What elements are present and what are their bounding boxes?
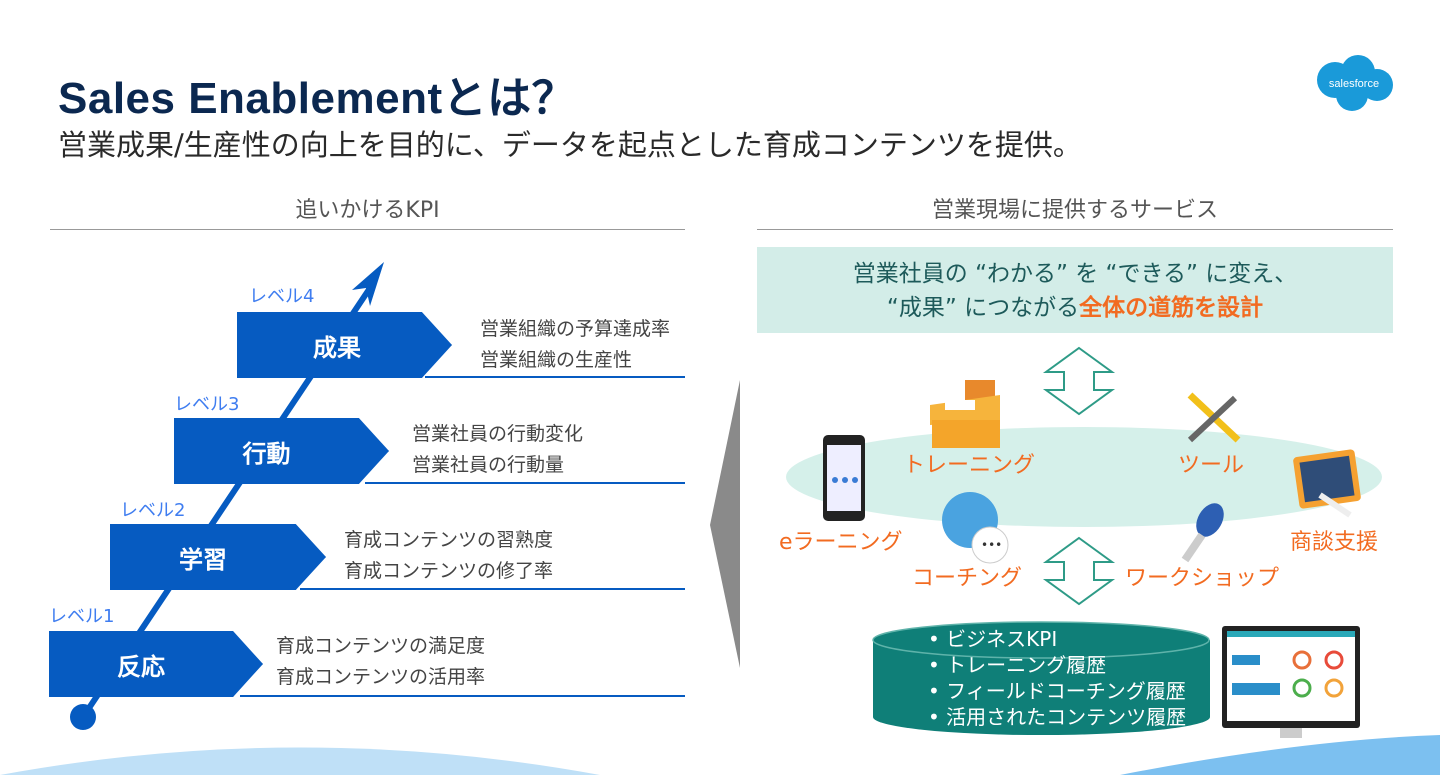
dashboard-monitor-icon — [1222, 626, 1360, 738]
kpi-list: 育成コンテンツの習熟度育成コンテンツの修了率 — [344, 529, 554, 582]
page-subtitle: 営業成果/生産性の向上を目的に、データを起点とした育成コンテンツを提供。 — [58, 128, 1082, 162]
pin-icon — [1181, 503, 1224, 563]
mission-banner: 営業社員の “わかる” を “できる” に変え、 “成果” につながる全体の道筋… — [757, 247, 1393, 333]
kpi-list: 営業社員の行動変化営業社員の行動量 — [412, 423, 584, 476]
service-workshop: ワークショップ — [1125, 566, 1280, 591]
data-item: • トレーニング履歴 — [928, 653, 1107, 677]
data-item: • 活用されたコンテンツ履歴 — [928, 705, 1187, 729]
svg-text:•••: ••• — [981, 538, 1002, 552]
service-tool: ツール — [1178, 453, 1245, 478]
underline — [365, 482, 685, 484]
service-training: トレーニング — [903, 453, 1036, 478]
level-label: レベル3 — [174, 394, 240, 415]
level-box-results: 成果 — [237, 312, 452, 378]
underline — [300, 588, 685, 590]
svg-text:salesforce: salesforce — [1329, 78, 1379, 90]
level-box-behavior: 行動 — [174, 418, 389, 484]
divider — [757, 229, 1393, 230]
chat-bubble-icon: ••• — [942, 492, 1009, 564]
service-ellipse — [786, 427, 1382, 527]
service-heading: 営業現場に提供するサービス — [931, 198, 1218, 223]
arrow-head-icon — [352, 262, 384, 306]
smartphone-icon — [823, 435, 865, 521]
data-item-list: • ビジネスKPI • トレーニング履歴 • フィールドコーチング履歴 • 活用… — [928, 626, 1186, 730]
level-label: レベル2 — [120, 500, 186, 521]
data-item: • フィールドコーチング履歴 — [928, 679, 1186, 703]
kpi-list: 営業組織の予算達成率営業組織の生産性 — [480, 318, 671, 371]
kpi-heading: 追いかけるKPI — [295, 198, 440, 223]
divider — [50, 229, 685, 230]
underline — [240, 695, 685, 697]
level-label: レベル4 — [249, 286, 315, 307]
training-desk-icon — [930, 380, 1000, 448]
kpi-list: 育成コンテンツの満足度育成コンテンツの活用率 — [276, 635, 486, 688]
level-label: レベル1 — [49, 606, 115, 627]
tools-icon — [1187, 392, 1241, 443]
level-box-reaction: 反応 — [49, 631, 263, 697]
start-dot — [70, 704, 96, 730]
data-item: • ビジネスKPI — [928, 627, 1058, 651]
blackboard-icon — [1293, 449, 1361, 518]
salesforce-logo: salesforce — [1317, 55, 1393, 111]
underline — [425, 376, 685, 378]
divider-arrow — [710, 380, 740, 668]
service-deal-support: 商談支援 — [1290, 530, 1379, 555]
service-elearning: eラーニング — [779, 530, 903, 555]
database-cylinder — [872, 621, 1210, 736]
page-title: Sales Enablementとは？ — [58, 74, 577, 123]
up-down-arrow-icon — [1042, 346, 1116, 606]
level-box-learning: 学習 — [110, 524, 326, 590]
service-coaching: コーチング — [912, 566, 1023, 591]
